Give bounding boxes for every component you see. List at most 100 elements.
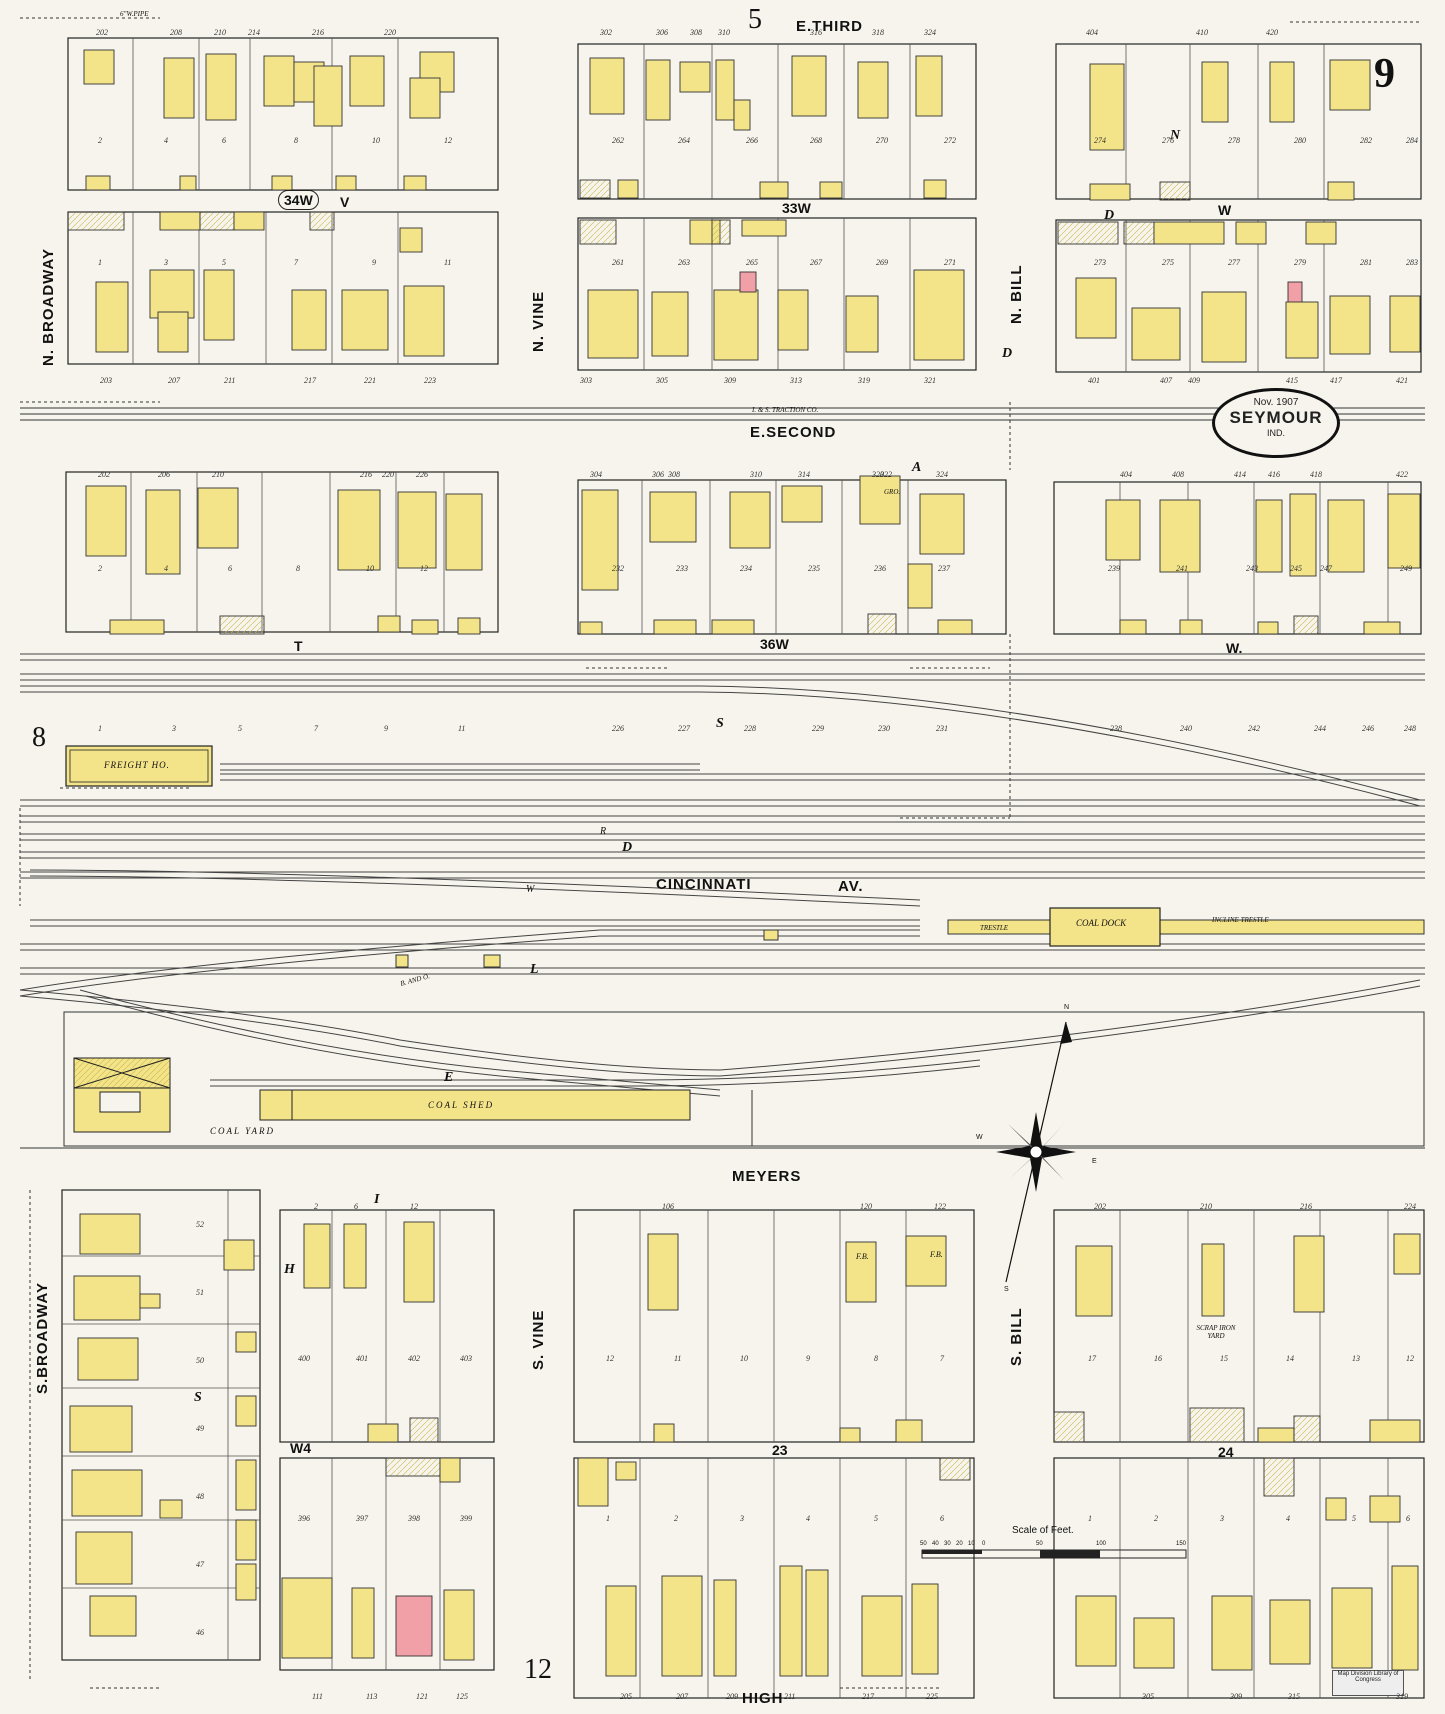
lot-number: 7 (940, 1354, 944, 1363)
lot-number: 246 (1362, 724, 1374, 733)
lot-number: 305 (656, 376, 668, 385)
lot-number: 4 (806, 1514, 810, 1523)
lot-number: 46 (196, 1628, 204, 1637)
lot-number: 3 (740, 1514, 744, 1523)
incline-trestle-label: INCLINE TRESTLE (1212, 916, 1269, 924)
lot-number: 8 (296, 564, 300, 573)
scale-tick: 30 (944, 1541, 951, 1547)
street-cincinnati: CINCINNATI (656, 876, 752, 893)
compass-rose (996, 1021, 1076, 1283)
lot-number: 402 (408, 1354, 420, 1363)
lot-number: 282 (1360, 136, 1372, 145)
block-34w: 34W (278, 190, 319, 210)
scale-tick: 0 (982, 1541, 986, 1547)
lot-number: 310 (750, 470, 762, 479)
lot-number: 318 (872, 28, 884, 37)
compass-w: W (976, 1134, 983, 1141)
lot-number: 217 (862, 1692, 874, 1701)
scrap-iron-yard-label: SCRAP IRON YARD (1196, 1324, 1236, 1340)
scale-tick: 50 (1036, 1541, 1043, 1547)
street-meyers: MEYERS (732, 1168, 802, 1185)
lot-number: 2 (674, 1514, 678, 1523)
lot-number: 221 (364, 376, 376, 385)
rr-letter-w3: W (526, 884, 535, 895)
lot-number: 242 (1248, 724, 1260, 733)
lot-number: 11 (444, 258, 452, 267)
flat-building-label-2: F.B. (930, 1250, 943, 1259)
lot-number: 309 (724, 376, 736, 385)
lot-number: 120 (860, 1202, 872, 1211)
lot-number: 223 (424, 376, 436, 385)
coal-dock-label: COAL DOCK (1076, 918, 1127, 928)
lot-number: 280 (1294, 136, 1306, 145)
lot-number: 283 (1406, 258, 1418, 267)
lot-number: 11 (458, 724, 466, 733)
lot-number: 279 (1294, 258, 1306, 267)
street-s-bill: S. BILL (1008, 1307, 1025, 1366)
block-23: 23 (772, 1442, 788, 1458)
lot-number: 11 (674, 1354, 682, 1363)
lot-number: 305 (1142, 1692, 1154, 1701)
lot-number: 125 (456, 1692, 468, 1701)
adjoining-sheet-top: 5 (748, 4, 762, 35)
lot-number: 304 (590, 470, 602, 479)
lot-number: 313 (790, 376, 802, 385)
lot-number: 122 (934, 1202, 946, 1211)
lot-number: 207 (676, 1692, 688, 1701)
lot-number: 271 (944, 258, 956, 267)
lot-number: 205 (620, 1692, 632, 1701)
lot-number: 202 (98, 470, 110, 479)
lot-number: 9 (372, 258, 376, 267)
lot-number: 224 (1404, 1202, 1416, 1211)
lot-number: 6 (354, 1202, 358, 1211)
lot-number: 226 (612, 724, 624, 733)
lot-number: 306 (652, 470, 664, 479)
lot-number: 3 (1220, 1514, 1224, 1523)
lot-number: 275 (1162, 258, 1174, 267)
lot-number: 216 (1300, 1202, 1312, 1211)
lot-number: 397 (356, 1514, 368, 1523)
lot-number: 409 (1188, 376, 1200, 385)
lot-number: 235 (808, 564, 820, 573)
map-date: Nov. 1907 (1253, 397, 1299, 408)
lot-number: 12 (444, 136, 452, 145)
lot-number: 16 (1154, 1354, 1162, 1363)
lot-number: 270 (876, 136, 888, 145)
lot-number: 324 (924, 28, 936, 37)
lot-number: 314 (798, 470, 810, 479)
lot-number: 203 (100, 376, 112, 385)
lot-number: 234 (740, 564, 752, 573)
lot-number: 7 (314, 724, 318, 733)
lot-number: 321 (924, 376, 936, 385)
title-cartouche: Nov. 1907 SEYMOUR IND. (1212, 388, 1340, 458)
lot-number: 320 (872, 470, 884, 479)
freight-house-label: FREIGHT HO. (104, 760, 170, 770)
lot-number: 420 (1266, 28, 1278, 37)
lot-number: 248 (1404, 724, 1416, 733)
block-36w: 36W (760, 636, 789, 652)
lot-number: 15 (1220, 1354, 1228, 1363)
rr-letter-d3: D (622, 840, 633, 855)
lot-number: 220 (382, 470, 394, 479)
lot-number: 12 (606, 1354, 614, 1363)
lot-number: 266 (746, 136, 758, 145)
compass-n: N (1064, 1004, 1070, 1011)
lot-number: 310 (718, 28, 730, 37)
street-s-broadway: S.BROADWAY (34, 1282, 51, 1394)
buildings (67, 49, 1421, 1677)
street-n-vine: N. VINE (530, 290, 547, 352)
rr-letter-e: E (444, 1070, 454, 1085)
lot-number: 210 (1200, 1202, 1212, 1211)
lot-number: 415 (1286, 376, 1298, 385)
lot-number: 416 (1268, 470, 1280, 479)
lot-number: 249 (1400, 564, 1412, 573)
traction-co-label: I. & S. TRACTION CO. (752, 406, 819, 414)
lot-number: 50 (196, 1356, 204, 1365)
lot-number: 315 (1288, 1692, 1300, 1701)
lot-number: 231 (936, 724, 948, 733)
lot-number: 319 (1396, 1692, 1408, 1701)
lot-number: 277 (1228, 258, 1240, 267)
lot-number: 3 (164, 258, 168, 267)
lot-number: 4 (164, 564, 168, 573)
grocery-label: GRO. (884, 488, 901, 496)
